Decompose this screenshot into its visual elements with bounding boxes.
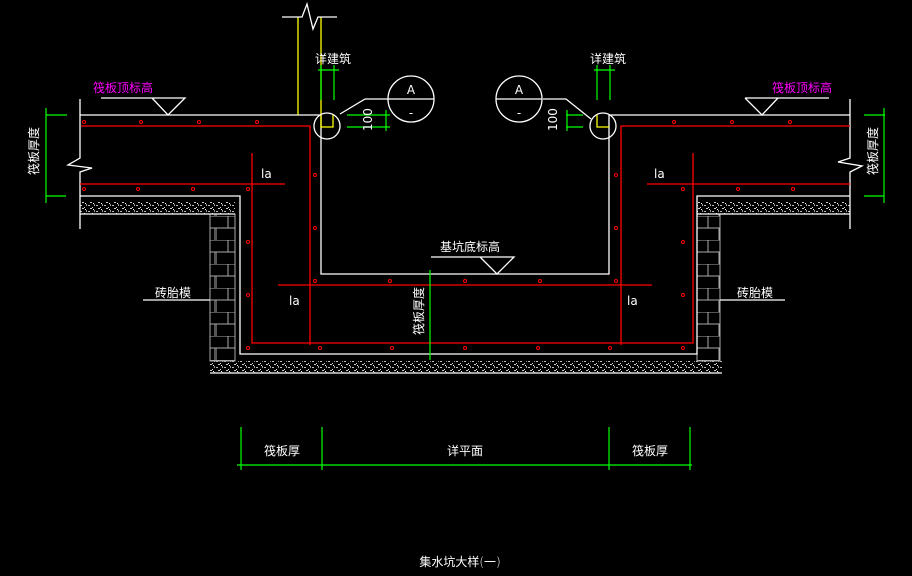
la-label: la <box>261 167 272 181</box>
la-label: la <box>654 167 665 181</box>
concrete-outline <box>66 99 865 374</box>
raft-thickness-center: 筏板厚度 <box>411 287 426 335</box>
dim-100-right: 100 <box>546 108 560 131</box>
wall-left <box>297 17 334 128</box>
elevation-symbol-left <box>101 97 187 116</box>
see-architecture-left: 详建筑 <box>315 51 351 66</box>
raft-top-elevation-left: 筏板顶标高 <box>93 80 153 95</box>
drawing-title: 集水坑大样(一) <box>419 554 500 569</box>
detail-sheet: - <box>517 106 521 120</box>
raft-thickness-right: 筏板厚度 <box>865 127 880 175</box>
cushion-right <box>697 202 850 214</box>
detail-mark-right: A - <box>495 75 617 140</box>
elevation-symbol-pit <box>431 256 516 275</box>
raft-thickness-left: 筏板厚度 <box>26 127 41 175</box>
dim-raft-thickness-left: 筏板厚 <box>264 444 300 458</box>
la-label: la <box>289 294 300 308</box>
dimension-lines <box>45 65 885 470</box>
detail-letter: A <box>407 83 416 97</box>
wall-right <box>596 115 609 128</box>
rebar <box>80 125 850 345</box>
detail-sheet: - <box>409 106 413 120</box>
detail-letter: A <box>515 83 524 97</box>
cushion-bottom <box>210 361 722 373</box>
brick-mold-right-wall <box>696 213 721 362</box>
dim-100-left: 100 <box>361 108 375 131</box>
cushion-left <box>80 202 235 214</box>
pit-bottom-elevation: 基坑底标高 <box>440 239 500 254</box>
raft-top-elevation-right: 筏板顶标高 <box>772 80 832 95</box>
dim-raft-thickness-right: 筏板厚 <box>632 444 668 458</box>
detail-mark-left: A - <box>313 75 435 140</box>
brick-mold-left-wall <box>209 213 236 362</box>
brick-mold-left: 砖胎模 <box>155 285 191 300</box>
la-label: la <box>627 294 638 308</box>
rebar-dots <box>82 120 795 350</box>
dim-see-plan: 详平面 <box>447 443 483 458</box>
see-architecture-right: 详建筑 <box>590 51 626 66</box>
elevation-symbol-right <box>744 97 829 116</box>
brick-mold-right: 砖胎模 <box>737 285 773 300</box>
break-line <box>282 1 337 32</box>
